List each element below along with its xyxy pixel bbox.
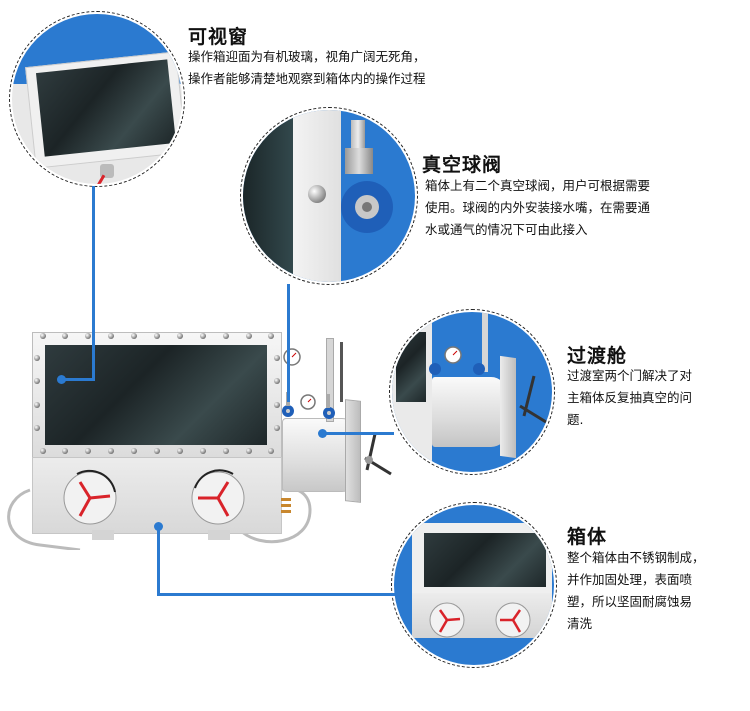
connector-dot-viewing-window [57,375,66,384]
transition-chamber-description: 过渡室两个门解决了对 主箱体反复抽真空的问 题. [567,365,692,431]
gauge-icon [283,348,301,366]
valve-stem [326,394,330,408]
vacuum-valve-title: 真空球阀 [422,154,503,176]
description-line: 塑，所以坚固耐腐蚀易 [567,594,693,609]
glovebox-main-image [0,320,400,550]
glove-port-icon [495,602,531,638]
handwheel-icon [282,405,294,417]
description-line: 主箱体反复抽真空的问 [567,390,693,405]
description-line: 并作加固处理，表面喷 [567,572,693,587]
chamber-handle-icon [519,375,547,424]
connector-viewing-window [62,378,95,381]
brass-fittings [281,498,291,516]
connector-box-body [157,593,395,596]
box-body-detail-photo [394,505,554,665]
transition-chamber-detail-photo [392,312,552,472]
viewing-window-title: 可视窗 [188,26,249,48]
box-foot-left [92,530,114,540]
box-body-title: 箱体 [567,526,608,548]
connector-viewing-window [92,186,95,381]
glove-port-icon [429,602,465,638]
handwheel-icon [473,363,485,375]
handwheel-icon [429,363,441,375]
chamber-strut [340,342,343,402]
gauge-icon [444,346,462,364]
description-line: 题. [567,412,584,427]
chamber-handle-icon [364,433,392,476]
description-line: 过渡室两个门解决了对 [567,368,693,383]
glove-port-icon [63,469,117,525]
box-body-description: 整个箱体由不锈钢制成， 并作加固处理，表面喷 塑，所以坚固耐腐蚀易 清洗 [567,547,705,635]
description-line: 操作者能够清楚地观察到箱体内的操作过程 [188,71,426,86]
gauge-icon [300,394,316,410]
connector-box-body [157,526,160,596]
handwheel-icon [323,407,335,419]
transition-chamber-title: 过渡舱 [567,345,628,367]
viewing-window-detail-photo [12,14,182,184]
description-line: 整个箱体由不锈钢制成， [567,550,705,565]
description-line: 操作箱迎面为有机玻璃，视角广阔无死角， [188,49,426,64]
connector-vacuum-valve [287,284,290,402]
vacuum-valve-detail-photo [243,110,415,282]
handwheel-icon [341,181,393,233]
description-line: 清洗 [567,616,593,631]
description-line: 水或通气的情况下可由此接入 [425,222,588,237]
description-line: 箱体上有二个真空球阀，用户可根据需要 [425,178,651,193]
viewing-window-description: 操作箱迎面为有机玻璃，视角广阔无死角， 操作者能够清楚地观察到箱体内的操作过程 [188,46,426,90]
box-foot-right [208,530,230,540]
viewing-window-glass [45,345,267,445]
connector-transition-chamber [322,432,394,435]
connector-dot-transition-chamber [318,429,327,438]
vacuum-valve-description: 箱体上有二个真空球阀，用户可根据需要 使用。球阀的内外安装接水嘴，在需要通 水或… [425,175,650,241]
chamber-post [326,338,334,422]
hose-left [7,488,81,550]
description-line: 使用。球阀的内外安装接水嘴，在需要通 [425,200,651,215]
glove-port-icon [191,469,245,525]
